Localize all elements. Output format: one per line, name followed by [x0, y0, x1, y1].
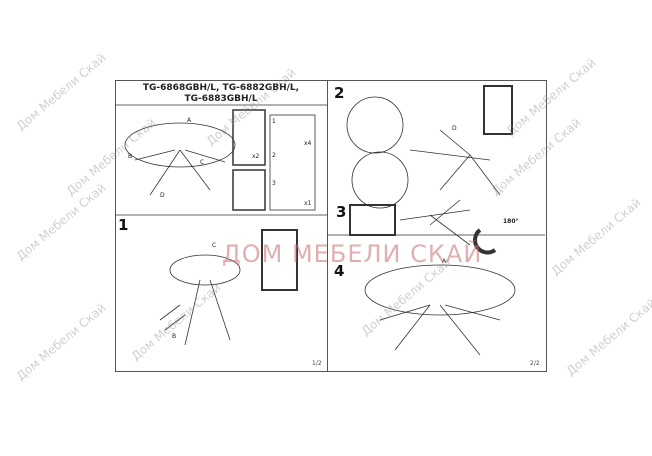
label-b: B	[128, 153, 133, 160]
person-box	[232, 109, 266, 166]
rotate-arrow-icon	[473, 228, 497, 255]
label-x4: x4	[304, 140, 312, 147]
step-number-4: 4	[334, 262, 345, 280]
label-c: C	[200, 159, 205, 166]
sub-step-1: 1	[272, 118, 276, 125]
title-line-2: TG-6883GBH/L	[184, 94, 258, 104]
step-number-3: 3	[336, 203, 347, 221]
detail-circle-1	[346, 96, 404, 154]
title-line-1: TG-6868GBH/L, TG-6882GBH/L,	[142, 83, 300, 93]
label-d-step2: D	[452, 125, 457, 132]
step4-table-top	[364, 264, 516, 316]
sub-step-2: 2	[272, 152, 276, 159]
rotate-label: 180°	[503, 218, 519, 225]
page-number-left: 1/2	[312, 360, 322, 367]
page-number-right: 2/2	[530, 360, 540, 367]
watermark-large: ДОМ МЕБЕЛИ СКАЙ	[222, 240, 483, 268]
instruction-sheet-right	[327, 80, 547, 372]
label-x2: x2	[252, 153, 260, 160]
step3-box	[349, 204, 396, 236]
step2-parts-box	[483, 85, 513, 135]
parts-box	[232, 169, 266, 211]
step1-top	[169, 254, 241, 286]
label-a: A	[187, 117, 192, 124]
step1-parts-box	[261, 229, 298, 291]
sub-step-3: 3	[272, 180, 276, 187]
step-number-1: 1	[118, 216, 129, 234]
step-number-2: 2	[334, 84, 345, 102]
label-b-step1: B	[172, 333, 177, 340]
label-c-step1: C	[212, 242, 217, 249]
label-d: D	[160, 192, 165, 199]
table-top-drawing	[124, 122, 236, 168]
instruction-sheet-left	[115, 80, 329, 372]
detail-circle-2	[351, 151, 409, 209]
label-a-step4: A	[442, 258, 447, 265]
model-title: TG-6868GBH/L, TG-6882GBH/L,TG-6883GBH/L	[117, 83, 325, 105]
label-x1: x1	[304, 200, 312, 207]
